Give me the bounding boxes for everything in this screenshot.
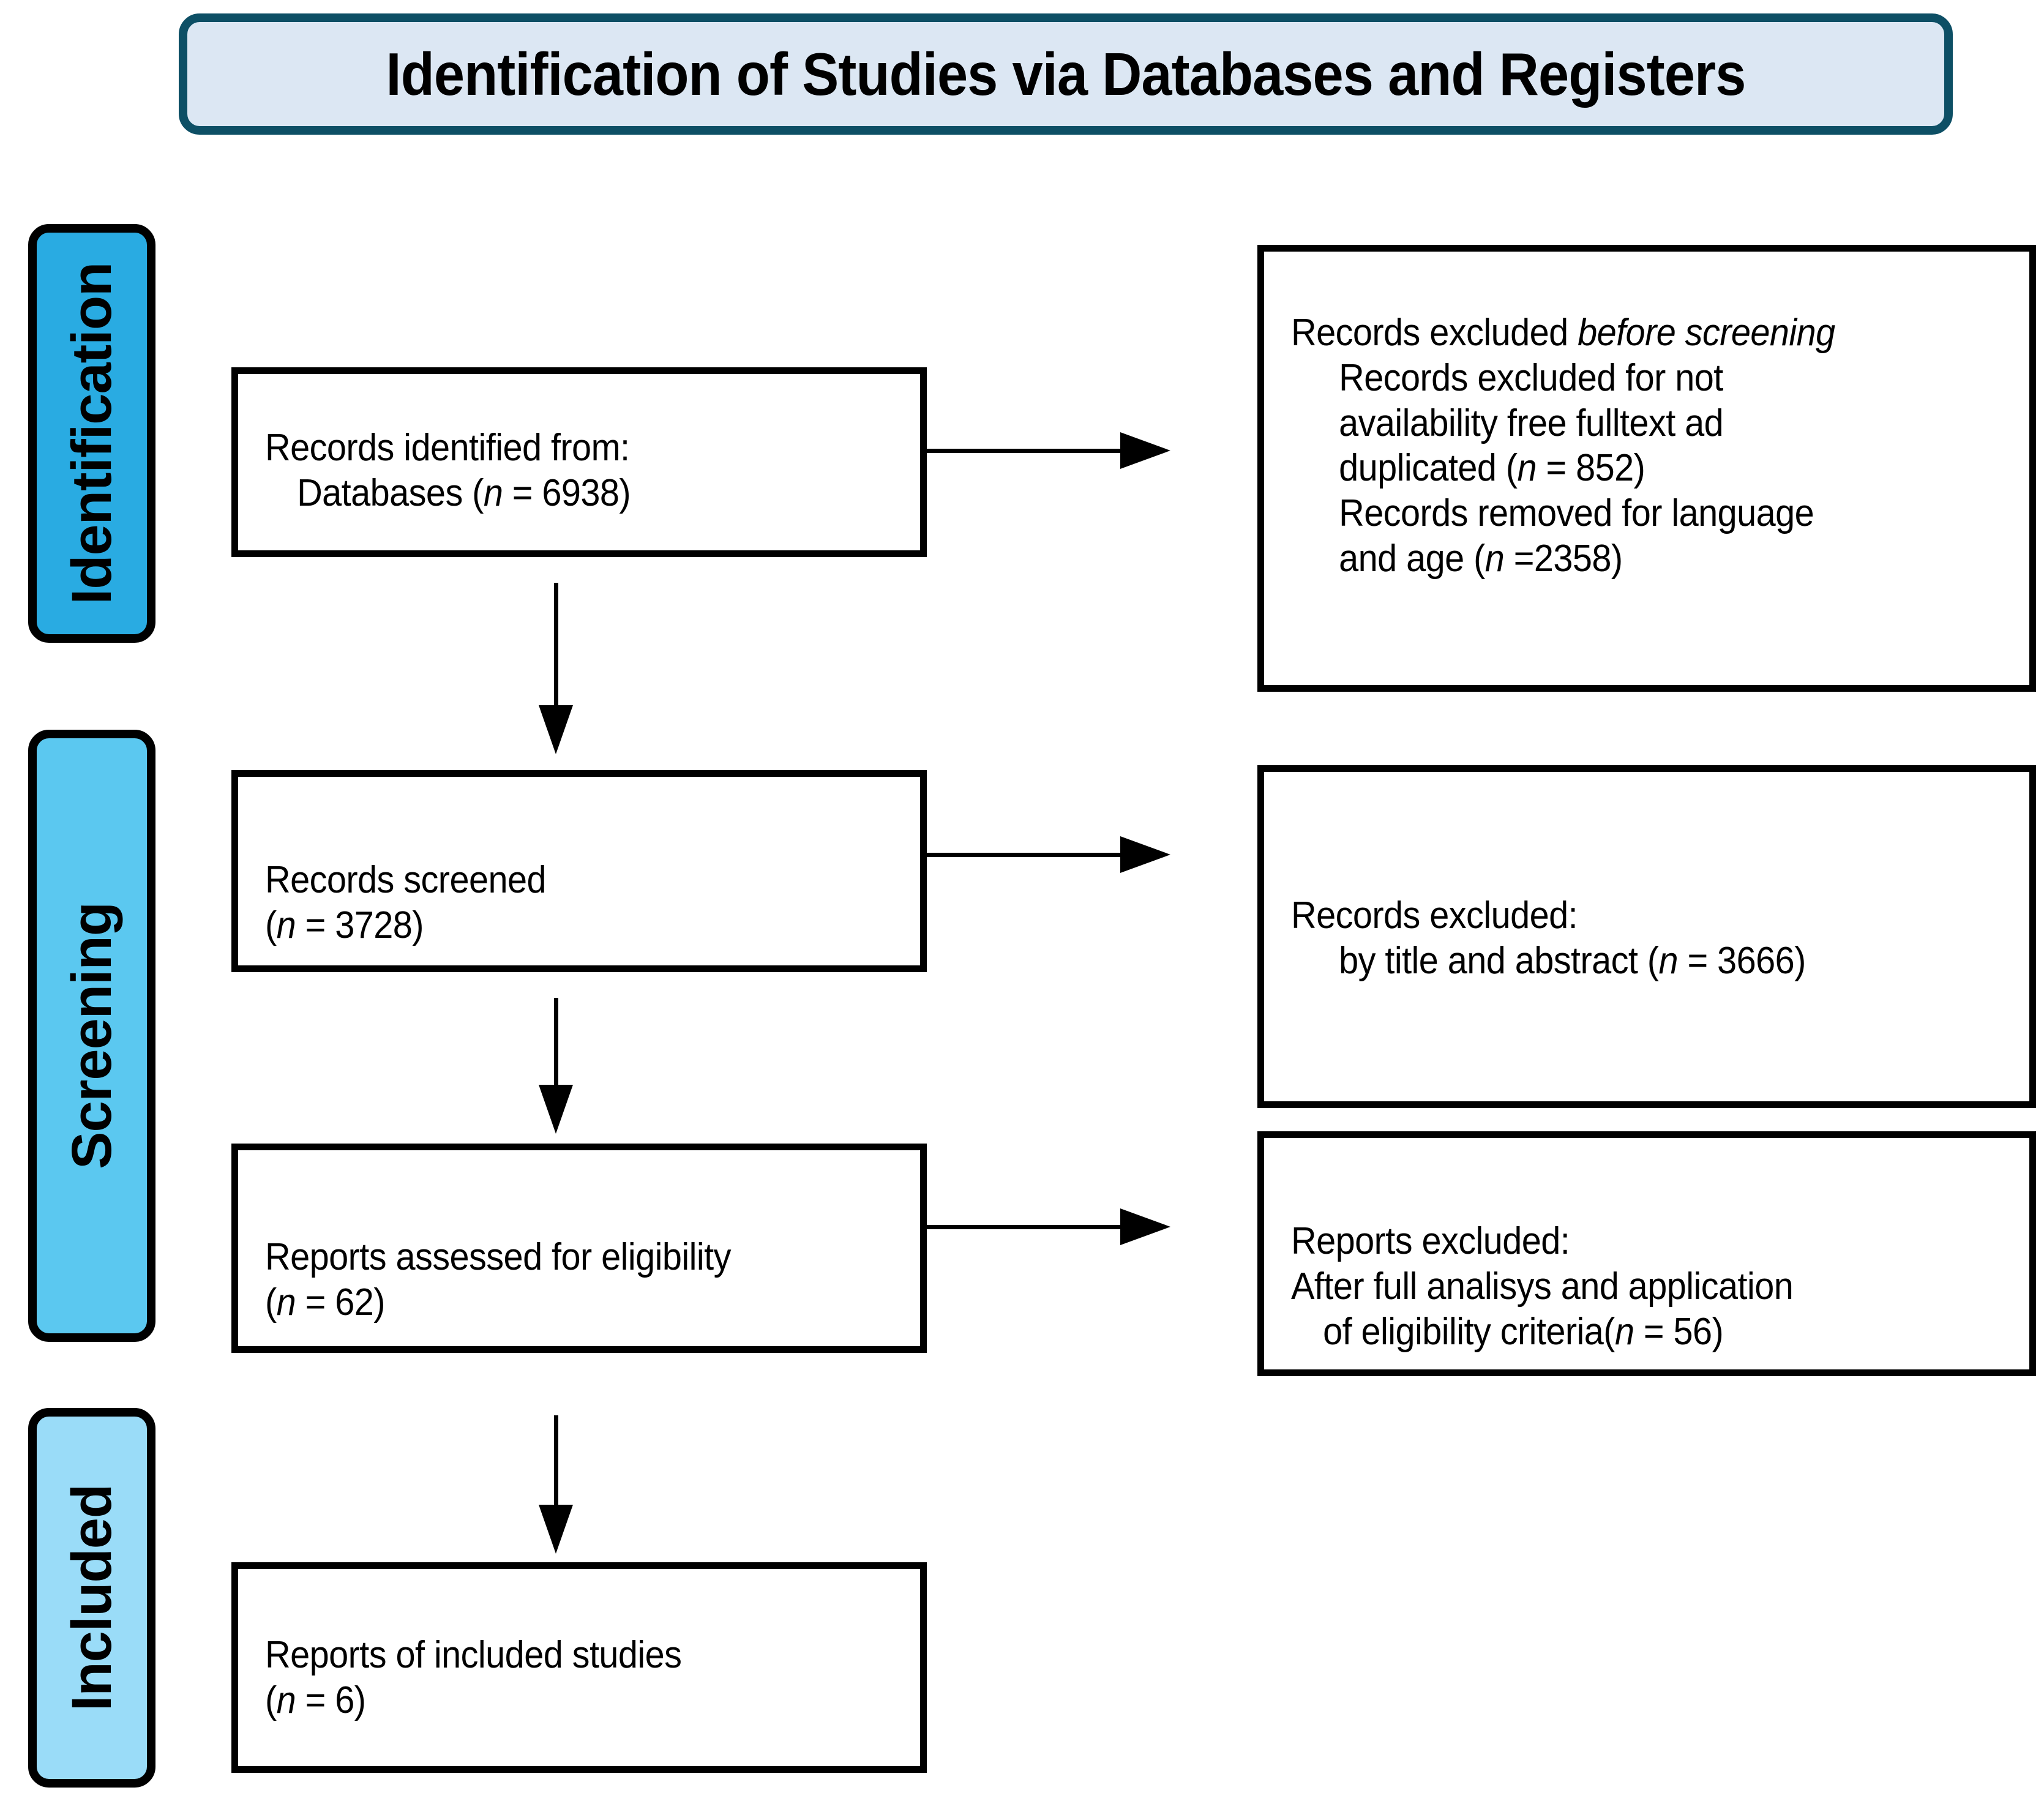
arrow-shaft (554, 998, 558, 1088)
arrow-shaft (927, 1225, 1123, 1229)
eligibility-count: = 62) (296, 1281, 386, 1324)
arrow-head-right-icon (1120, 1208, 1170, 1245)
reports-excluded-line3: of eligibility criteria(n = 56) (1291, 1309, 1963, 1355)
excluded-before-heading-emphasis: before screening (1578, 312, 1835, 354)
eligibility-line1: Reports assessed for eligibility (265, 1236, 731, 1278)
arrow-head-down-icon (539, 705, 573, 754)
arrow-identified-to-screened (534, 583, 578, 758)
arrow-head-right-icon (1120, 432, 1170, 469)
arrow-shaft (554, 583, 558, 709)
arrow-head-right-icon (1120, 836, 1170, 873)
arrow-screened-to-excluded-title-abstract (927, 833, 1172, 877)
records-screened-count: = 3728) (296, 904, 424, 946)
excluded-before-item2-n-symbol: n (1484, 537, 1505, 580)
stage-label-included: Included (61, 1484, 123, 1712)
box-reports-included-studies-text: Reports of included studies (n = 6) (265, 1633, 859, 1723)
excluded-before-item2-line2: and age (n =2358) (1291, 536, 1963, 582)
stage-pill-identification: Identification (28, 224, 155, 643)
records-screened-n-symbol: n (276, 904, 296, 946)
excluded-before-item1-label: duplicated ( (1339, 447, 1518, 490)
excluded-before-item1-count: = 852) (1537, 447, 1645, 490)
box-records-excluded-title-abstract-text: Records excluded: by title and abstract … (1291, 893, 1963, 984)
stage-label-screening: Screening (61, 902, 124, 1169)
stage-pill-screening: Screening (28, 730, 155, 1342)
reports-excluded-n-symbol: n (1614, 1310, 1634, 1353)
records-identified-line2: Databases (n = 6938) (265, 471, 859, 516)
excluded-before-heading: Records excluded before screening (1291, 310, 1963, 356)
excluded-before-item1-n-symbol: n (1517, 447, 1537, 490)
box-records-screened-text: Records screened (n = 3728) (265, 858, 859, 948)
reports-excluded-line2: After full analisys and application (1291, 1265, 1794, 1308)
arrow-screened-to-eligibility (534, 998, 578, 1134)
eligibility-line2: (n = 62) (265, 1280, 859, 1325)
included-line1: Reports of included studies (265, 1634, 682, 1676)
diagram-header-banner: Identification of Studies via Databases … (179, 13, 1953, 135)
arrow-head-down-icon (539, 1505, 573, 1554)
excluded-before-item1-line2: availability free fulltext ad (1339, 402, 1724, 444)
box-records-excluded-before-screening-text: Records excluded before screening Record… (1291, 310, 1963, 582)
included-paren-open: ( (265, 1679, 277, 1721)
arrow-shaft (554, 1415, 558, 1508)
records-screened-line2: (n = 3728) (265, 903, 859, 948)
included-n-symbol: n (276, 1679, 296, 1721)
stage-label-identification: Identification (61, 262, 124, 605)
box-reports-excluded: Reports excluded: After full analisys an… (1257, 1131, 2036, 1376)
box-records-screened: Records screened (n = 3728) (231, 770, 927, 972)
reports-excluded-heading: Reports excluded: (1291, 1220, 1570, 1262)
stage-pill-included: Included (28, 1408, 155, 1788)
excluded-before-item1-line1: Records excluded for not (1339, 356, 1723, 399)
box-records-identified-text: Records identified from: Databases (n = … (265, 425, 859, 516)
included-line2: (n = 6) (265, 1678, 859, 1723)
arrow-eligibility-to-excluded-reports (927, 1205, 1172, 1249)
excluded-ta-n-symbol: n (1658, 939, 1679, 982)
box-records-excluded-title-abstract: Records excluded: by title and abstract … (1257, 765, 2036, 1108)
arrow-identified-to-excluded-before (927, 429, 1172, 473)
arrow-shaft (927, 853, 1123, 857)
box-records-excluded-before-screening: Records excluded before screening Record… (1257, 245, 2036, 692)
records-identified-line1: Records identified from: (265, 427, 630, 469)
included-count: = 6) (296, 1679, 366, 1721)
reports-excluded-count: = 56) (1634, 1310, 1724, 1353)
box-reports-assessed-eligibility-text: Reports assessed for eligibility (n = 62… (265, 1235, 859, 1325)
diagram-title: Identification of Studies via Databases … (386, 40, 1746, 108)
records-screened-line1: Records screened (265, 859, 547, 901)
excluded-ta-heading: Records excluded: (1291, 894, 1578, 937)
records-identified-source: Databases ( (297, 471, 484, 514)
excluded-before-item1-line3: duplicated (n = 852) (1291, 446, 1963, 491)
excluded-ta-count: = 3666) (1678, 939, 1806, 982)
eligibility-paren-open: ( (265, 1281, 277, 1324)
excluded-before-item2-label: and age ( (1339, 537, 1485, 580)
box-reports-excluded-text: Reports excluded: After full analisys an… (1291, 1219, 1963, 1354)
reports-excluded-criteria: of eligibility criteria( (1323, 1310, 1615, 1353)
arrow-head-down-icon (539, 1085, 573, 1134)
eligibility-n-symbol: n (276, 1281, 296, 1324)
excluded-before-item2-count: =2358) (1504, 537, 1623, 580)
box-records-identified: Records identified from: Databases (n = … (231, 367, 927, 557)
excluded-before-heading-main: Records excluded (1291, 312, 1578, 354)
arrow-eligibility-to-included (534, 1415, 578, 1556)
excluded-ta-detail: by title and abstract (n = 3666) (1291, 938, 1963, 984)
box-reports-assessed-eligibility: Reports assessed for eligibility (n = 62… (231, 1144, 927, 1353)
records-identified-count: = 6938) (503, 471, 631, 514)
records-identified-n-symbol: n (483, 471, 503, 514)
arrow-shaft (927, 449, 1123, 453)
box-reports-included-studies: Reports of included studies (n = 6) (231, 1562, 927, 1773)
excluded-ta-reason: by title and abstract ( (1339, 939, 1659, 982)
excluded-before-item2-line1: Records removed for language (1339, 492, 1814, 535)
records-screened-paren-open: ( (265, 904, 277, 946)
